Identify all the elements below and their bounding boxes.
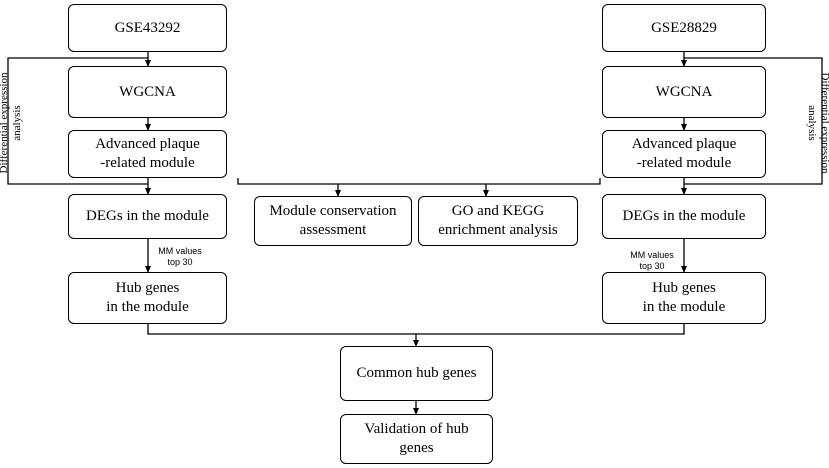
validation-box: Validation of hub genes: [340, 414, 493, 464]
differential-expression-right-label: Differential expression analysis: [806, 72, 829, 174]
wgcna-right-box: WGCNA: [602, 66, 766, 118]
bypass-left: [7, 57, 148, 185]
module-conservation-box: Module conservation assessment: [254, 196, 412, 246]
mm-values-right-note: MM values top 30: [630, 250, 674, 271]
module-right-box: Advanced plaque -related module: [602, 130, 766, 178]
bypass-right: [684, 57, 823, 185]
merge-hub-genes: [147, 324, 685, 335]
hub-right-box: Hub genes in the module: [602, 272, 766, 324]
hub-left-box: Hub genes in the module: [68, 272, 227, 324]
bus-module-right: [486, 178, 601, 185]
wgcna-left-box: WGCNA: [68, 66, 227, 118]
differential-expression-left-label: Differential expression analysis: [0, 72, 23, 174]
module-left-box: Advanced plaque -related module: [68, 130, 227, 178]
mm-values-left-note: MM values top 30: [158, 246, 202, 267]
gse28829-box: GSE28829: [602, 4, 766, 52]
degs-left-box: DEGs in the module: [68, 194, 227, 239]
common-hub-genes-box: Common hub genes: [340, 346, 493, 401]
gse43292-box: GSE43292: [68, 4, 227, 52]
bus-module-left: [237, 178, 486, 185]
degs-right-box: DEGs in the module: [602, 194, 766, 239]
go-kegg-enrichment-box: GO and KEGG enrichment analysis: [418, 196, 578, 246]
